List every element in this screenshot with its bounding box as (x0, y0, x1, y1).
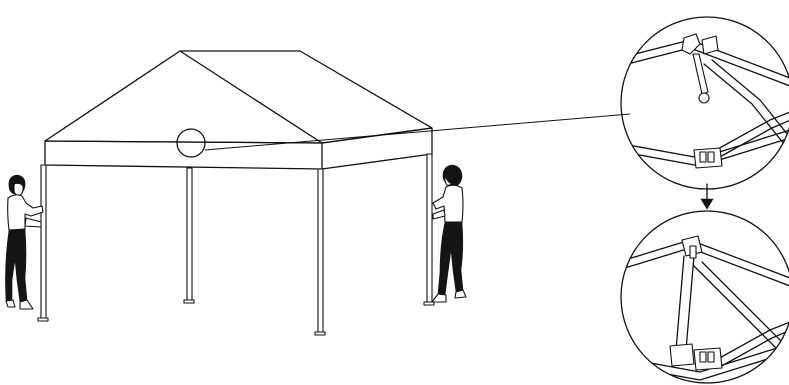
canopy-roof (45, 51, 432, 143)
tent-legs (38, 154, 434, 335)
zoom-callout-locked (612, 211, 789, 383)
valance-side (322, 128, 432, 169)
zoom-highlight-circle (177, 129, 205, 157)
person-right (432, 165, 466, 302)
canopy-tent (38, 51, 434, 335)
zoom-callout-released (612, 17, 789, 189)
down-arrow (701, 184, 713, 209)
person-left (5, 175, 43, 309)
